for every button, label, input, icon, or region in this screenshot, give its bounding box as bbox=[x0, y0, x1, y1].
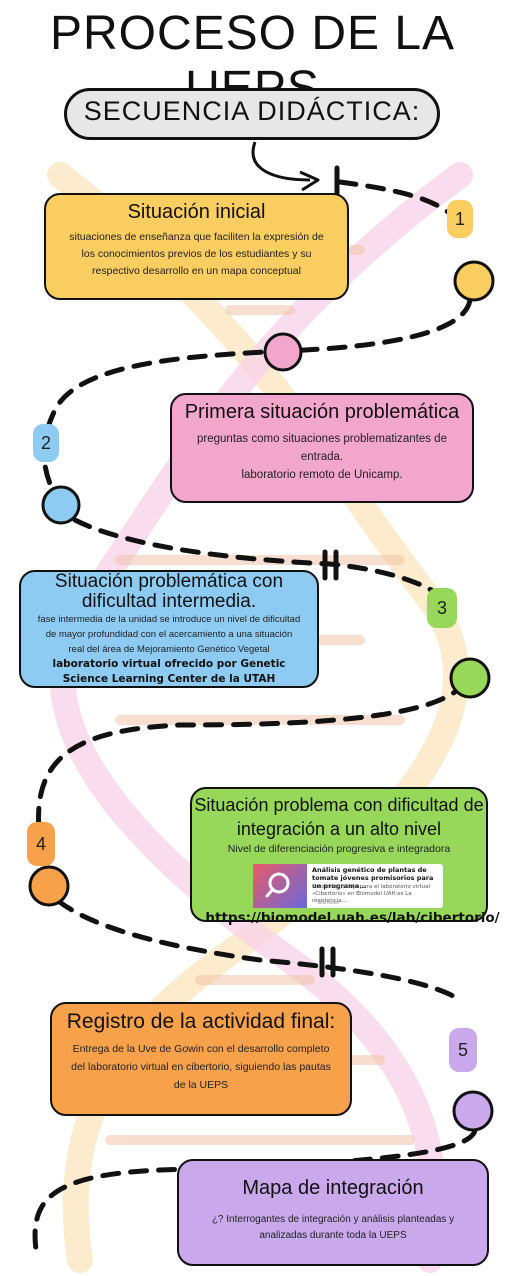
node-blue bbox=[41, 485, 81, 525]
node-green bbox=[449, 657, 491, 699]
step-number-5: 5 bbox=[449, 1028, 477, 1072]
step-5-line-1: Entrega de la Uve de Gowin con el desarr… bbox=[72, 1043, 330, 1055]
step-number-3: 3 bbox=[427, 588, 457, 628]
step-4-line-1: Nivel de diferenciación progresiva e int… bbox=[227, 843, 451, 855]
step-number-4: 4 bbox=[27, 822, 55, 866]
step-3-line-3: real del área de Mejoramiento Genético V… bbox=[68, 644, 270, 655]
node-pink bbox=[263, 332, 303, 372]
link-preview-text: Guión de trabajo para el laboratorio vir… bbox=[312, 884, 431, 904]
step-3-bold-line-2: Science Learning Center de la UTAH bbox=[62, 673, 276, 685]
step-3-title-line-1: Situación problemática con bbox=[54, 571, 284, 592]
step-5-line-2: del laboratorio virtual en cibertorio, s… bbox=[71, 1061, 331, 1073]
link-preview-image bbox=[253, 864, 307, 908]
subtitle-pill bbox=[64, 88, 440, 140]
link-preview-source: Biomodel bbox=[318, 901, 340, 906]
step-2-line-1: preguntas como situaciones problematizan… bbox=[197, 433, 447, 445]
search-icon bbox=[265, 872, 290, 898]
step-1-box: Situación inicial situaciones de enseñan… bbox=[44, 193, 349, 300]
integration-map-line-1: ¿? Interrogantes de integración y anális… bbox=[211, 1214, 455, 1225]
step-2-line-3: laboratorio remoto de Unicamp. bbox=[241, 469, 403, 481]
cibertorio-link[interactable]: https://biomodel.uah.es/lab/cibertorio/ bbox=[205, 910, 500, 926]
step-3-line-2: de mayor profundidad con el acercamiento… bbox=[45, 629, 293, 640]
step-1-title: Situación inicial bbox=[127, 201, 266, 223]
step-2-line-2: entrada. bbox=[300, 451, 344, 463]
step-5-title: Registro de la actividad final: bbox=[66, 1010, 336, 1033]
step-number-1: 1 bbox=[447, 200, 473, 238]
step-3-title-line-2: dificultad intermedia. bbox=[81, 591, 257, 612]
integration-map-title: Mapa de integración bbox=[242, 1177, 424, 1199]
step-5-box: Registro de la actividad final: Entrega … bbox=[50, 1002, 352, 1116]
step-3-bold-line-1: laboratorio virtual ofrecido por Genetic bbox=[52, 658, 286, 670]
step-3-line-1: fase intermedia de la unidad se introduc… bbox=[37, 614, 301, 625]
node-purple bbox=[452, 1090, 494, 1132]
step-5-line-3: de la UEPS bbox=[173, 1079, 229, 1091]
integration-map-box: Mapa de integración ¿? Interrogantes de … bbox=[177, 1159, 489, 1266]
subtitle: SECUENCIA DIDÁCTICA: bbox=[83, 96, 421, 126]
integration-map-line-2: analizadas durante toda la UEPS bbox=[259, 1230, 407, 1241]
step-3-box: Situación problemática con dificultad in… bbox=[19, 570, 319, 688]
node-yellow bbox=[453, 260, 495, 302]
step-number-2: 2 bbox=[33, 424, 59, 462]
step-1-line-3: respectivo desarrollo en un mapa concept… bbox=[92, 265, 301, 277]
step-1-line-2: los conocimientos previos de los estudia… bbox=[81, 248, 312, 260]
step-4-title-line-1: Situación problema con dificultad de bbox=[194, 795, 484, 815]
step-2-title: Primera situación problemática bbox=[184, 401, 460, 423]
step-2-box: Primera situación problemática preguntas… bbox=[170, 393, 474, 503]
step-4-title-line-2: integración a un alto nivel bbox=[236, 819, 442, 839]
node-orange bbox=[28, 865, 70, 907]
step-1-line-1: situaciones de enseñanza que faciliten l… bbox=[69, 231, 324, 243]
link-preview-title: Análisis genético de plantas de tomate j… bbox=[312, 866, 434, 890]
